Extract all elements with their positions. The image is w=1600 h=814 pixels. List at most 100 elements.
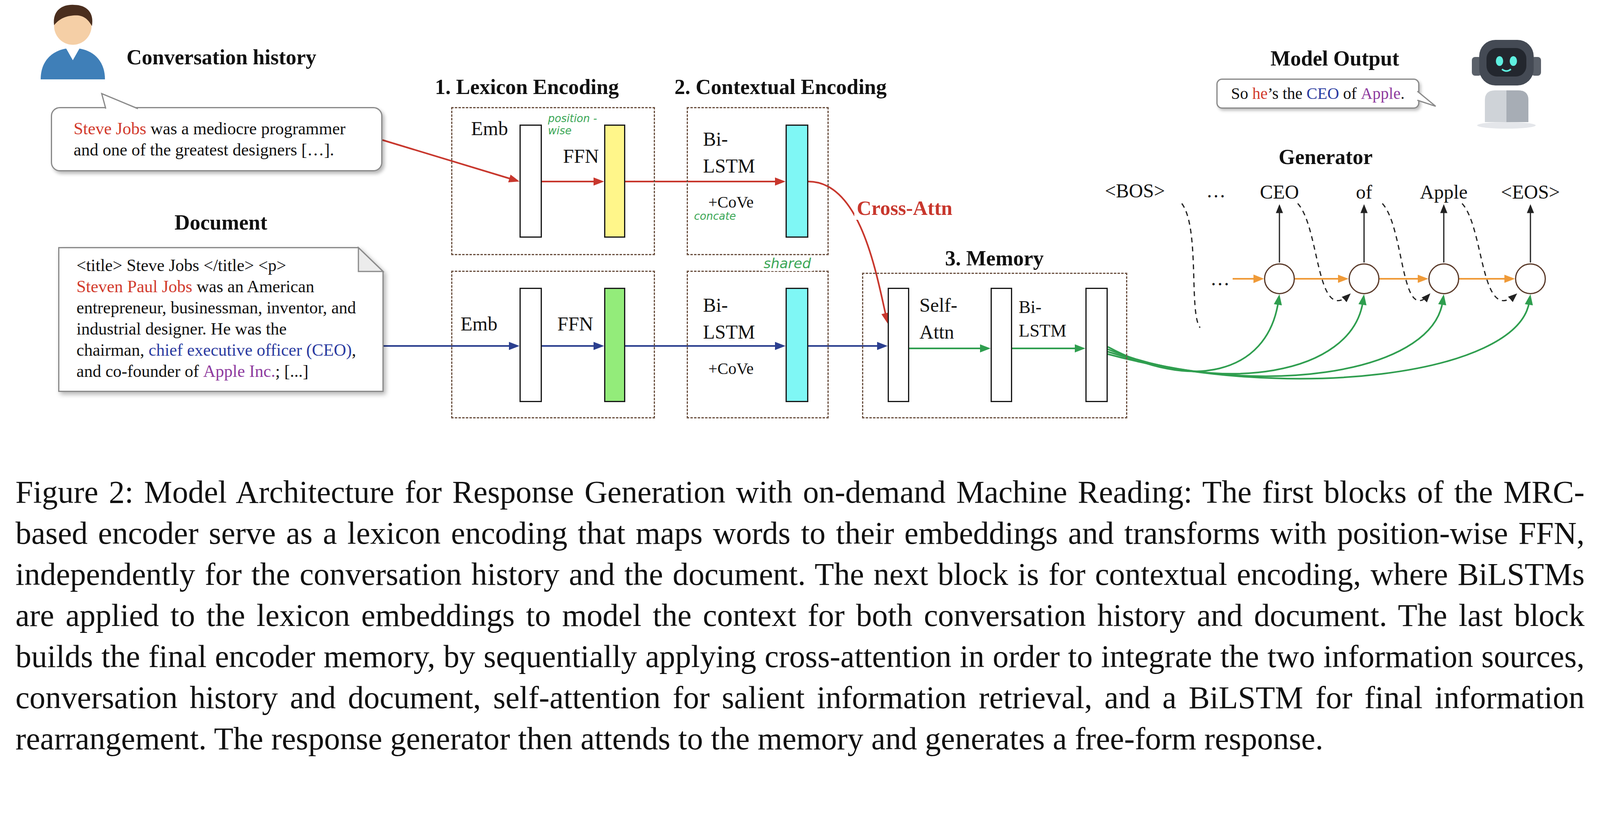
layer-label: +CoVe	[708, 192, 754, 212]
entity-text: chief executive officer (CEO)	[148, 340, 352, 360]
layer-label: FFN	[557, 312, 594, 336]
text-body: Sohe’s theCEOofApple.	[1231, 82, 1405, 105]
robot-screen	[1486, 48, 1527, 77]
reply-entity: Apple	[1360, 84, 1401, 103]
robot-mouth	[1501, 69, 1511, 72]
connector-line	[382, 139, 513, 180]
connector	[625, 177, 786, 186]
section-heading: Conversation history	[126, 45, 317, 70]
output-token: Apple	[1419, 180, 1468, 204]
feature-bar: Bi- LSTM+CoVe	[785, 287, 809, 402]
arrow-head	[1524, 294, 1533, 306]
output-token: <EOS>	[1501, 180, 1561, 204]
encoder-block: 3. MemorySelf- AttnBi- LSTM	[862, 272, 1128, 419]
document-box: Document<title> Steve Jobs </title> <p>S…	[58, 246, 384, 392]
passage-text: ; [...]	[275, 361, 309, 381]
connector-line	[808, 344, 881, 347]
arrow-head	[1358, 294, 1367, 306]
feature-bar: FFN	[604, 287, 626, 402]
markup-text: <title> Steve Jobs </title> <p>	[76, 254, 380, 276]
robot-eye	[1495, 56, 1504, 66]
layer-label: +CoVe	[708, 358, 754, 379]
entity-text: Apple Inc.	[203, 361, 276, 381]
decoder-step: Apple	[1428, 263, 1460, 295]
arrow-head	[774, 177, 786, 186]
reply-entity: he	[1252, 84, 1268, 103]
connector	[625, 341, 786, 350]
output-arrow	[1363, 205, 1365, 263]
connector-line	[1107, 301, 1530, 379]
layer-label: Emb	[460, 312, 498, 336]
user-hair	[53, 4, 93, 27]
speech-bubble: Conversation historySteve Jobswas a medi…	[50, 106, 383, 172]
feature-bar	[887, 287, 910, 402]
feature-bar: Self- Attn	[990, 287, 1013, 402]
bubble-tail-line	[101, 93, 138, 109]
text-body: Steve Jobswas a mediocre programmer and …	[73, 117, 373, 161]
output-token: of	[1355, 180, 1373, 204]
user-collar	[65, 48, 80, 61]
bubble-tail-fill	[101, 93, 138, 109]
robot-eye	[1509, 56, 1518, 66]
reply-text: ’s the	[1267, 84, 1303, 103]
robot-body	[1484, 90, 1529, 123]
arrow-head	[1338, 274, 1349, 283]
arrow-head	[1273, 294, 1282, 306]
bubble-tail-fill	[1417, 91, 1436, 107]
section-heading: Generator	[1278, 144, 1373, 170]
entity-text: Steve Jobs	[73, 119, 147, 138]
handwritten-note: position -wise	[547, 112, 605, 137]
state-arrow	[1232, 277, 1262, 280]
reply-text: of	[1343, 84, 1357, 103]
feature-bar: Emb	[519, 124, 542, 238]
decoder-step: <EOS>	[1514, 263, 1546, 295]
feature-bar: Bi- LSTM+CoVe	[785, 124, 809, 238]
decoder-step: of	[1348, 263, 1380, 295]
connector	[541, 177, 605, 186]
entity-text: Steven Paul Jobs	[76, 277, 193, 296]
section-heading: 2. Contextual Encoding	[674, 74, 887, 100]
encoder-block: Bi- LSTM +CoVe	[686, 270, 829, 419]
connector-line	[625, 344, 779, 347]
arrow-head	[508, 341, 520, 350]
bubble-tail	[1216, 78, 1217, 79]
feedback-lines	[1181, 203, 1516, 328]
connector-line	[625, 180, 779, 183]
encoder-block: 2. Contextual EncodingBi- LSTM+CoVe	[686, 106, 829, 256]
output-token: <BOS>	[1104, 179, 1166, 203]
output-token: CEO	[1259, 180, 1299, 204]
ellipsis: …	[1206, 179, 1226, 203]
encoder-block: Emb FFN	[451, 270, 655, 419]
feature-bar: Emb	[519, 287, 542, 402]
connector	[1294, 274, 1349, 283]
speech-bubble: Model OutputSohe’s theCEOofApple.	[1216, 78, 1420, 109]
connector	[909, 344, 991, 353]
handwritten-note: shared	[761, 255, 813, 271]
feature-bar: Bi- LSTM	[1085, 287, 1108, 402]
connector	[808, 341, 888, 350]
reply-entity: CEO	[1306, 84, 1340, 103]
edge-label: Cross-Attn	[854, 196, 955, 220]
arrow-head	[1417, 274, 1429, 283]
robot-icon	[1471, 39, 1542, 129]
feedback-line	[1297, 203, 1350, 301]
feedback-line	[1462, 203, 1516, 301]
handwritten-note: concate	[694, 209, 736, 223]
arrow-head	[508, 174, 520, 183]
connector-line	[1379, 277, 1422, 280]
arrow-head	[593, 177, 605, 186]
section-heading: 1. Lexicon Encoding	[434, 74, 619, 100]
connector-line	[1012, 347, 1079, 350]
ellipsis: …	[1210, 267, 1230, 291]
connector-line	[541, 180, 597, 183]
arrow-head	[1438, 294, 1447, 306]
reply-text: So	[1231, 84, 1249, 103]
layer-label: Bi- LSTM	[702, 291, 756, 346]
arrow-head	[1504, 274, 1515, 283]
user-body	[40, 48, 105, 80]
output-arrow	[1530, 205, 1532, 263]
robot-shadow	[1477, 122, 1536, 129]
user-icon	[40, 4, 105, 80]
connector	[1107, 294, 1533, 379]
